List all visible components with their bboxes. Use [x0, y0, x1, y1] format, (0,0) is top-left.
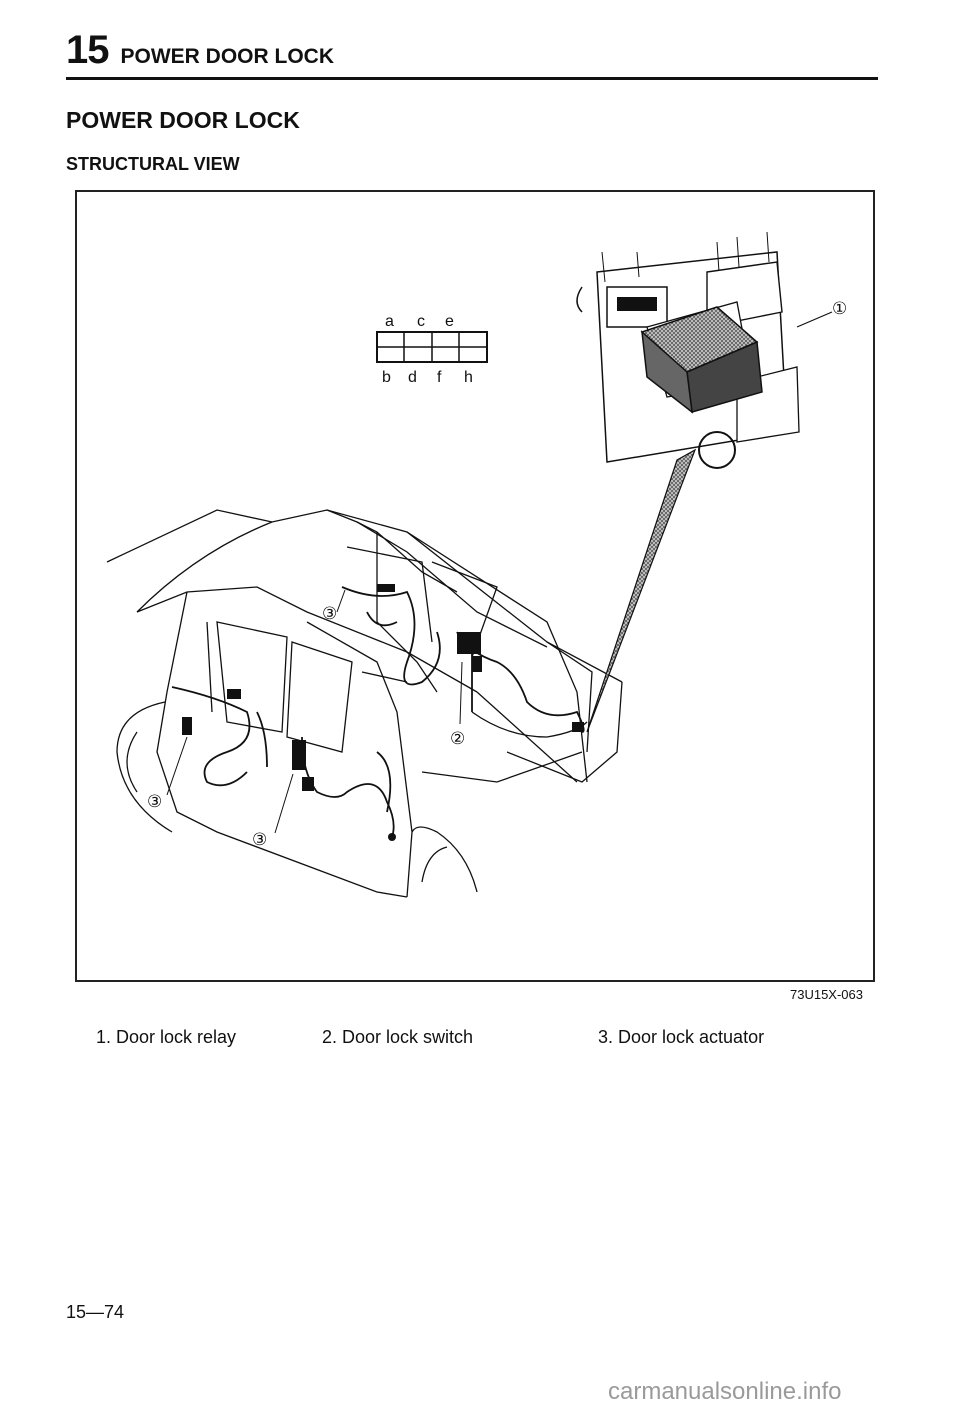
callout-leaders — [166, 589, 463, 834]
connector-pin-labels: a c e b d f h — [382, 313, 473, 386]
section-title: POWER DOOR LOCK — [120, 45, 335, 68]
pin-label-b: b — [382, 369, 391, 386]
wiring-harness — [171, 586, 585, 838]
page-subtitle: STRUCTURAL VIEW — [66, 154, 240, 174]
pin-label-f: f — [437, 369, 442, 386]
connector-pinout — [376, 331, 488, 363]
legend-item-door-lock-actuator: 3. Door lock actuator — [598, 1027, 765, 1047]
section-number: 15 — [66, 28, 109, 72]
callout-labels: ① ② ③ ③ ③ — [147, 299, 847, 849]
legend-item-door-lock-relay: 1. Door lock relay — [96, 1027, 237, 1047]
header-divider — [66, 77, 878, 80]
pointer-wedge — [586, 448, 697, 733]
page-number: 15—74 — [66, 1302, 125, 1322]
pin-label-c: c — [417, 313, 425, 330]
pin-label-a: a — [385, 313, 394, 330]
figure-code: 73U15X-063 — [790, 987, 863, 1002]
pin-label-e: e — [445, 313, 454, 330]
callout-3b: ③ — [147, 792, 162, 811]
car-body-outline — [106, 509, 623, 898]
car-wiring-illustration: a c e b d f h ① ② ③ ③ ③ — [106, 231, 847, 898]
callout-2: ② — [450, 729, 465, 748]
callout-1: ① — [832, 299, 847, 318]
callout-3c: ③ — [252, 830, 267, 849]
relay-box — [576, 231, 833, 469]
page-title: POWER DOOR LOCK — [66, 107, 300, 133]
callout-3a: ③ — [322, 604, 337, 623]
harness-components — [182, 584, 584, 841]
pin-label-d: d — [408, 369, 417, 386]
structural-view-figure: a c e b d f h ① ② ③ ③ ③ — [75, 190, 875, 982]
section-header: 15 POWER DOOR LOCK — [66, 28, 335, 72]
pin-label-h: h — [464, 369, 473, 386]
watermark: carmanualsonline.info — [608, 1378, 842, 1405]
legend-item-door-lock-switch: 2. Door lock switch — [322, 1027, 474, 1047]
